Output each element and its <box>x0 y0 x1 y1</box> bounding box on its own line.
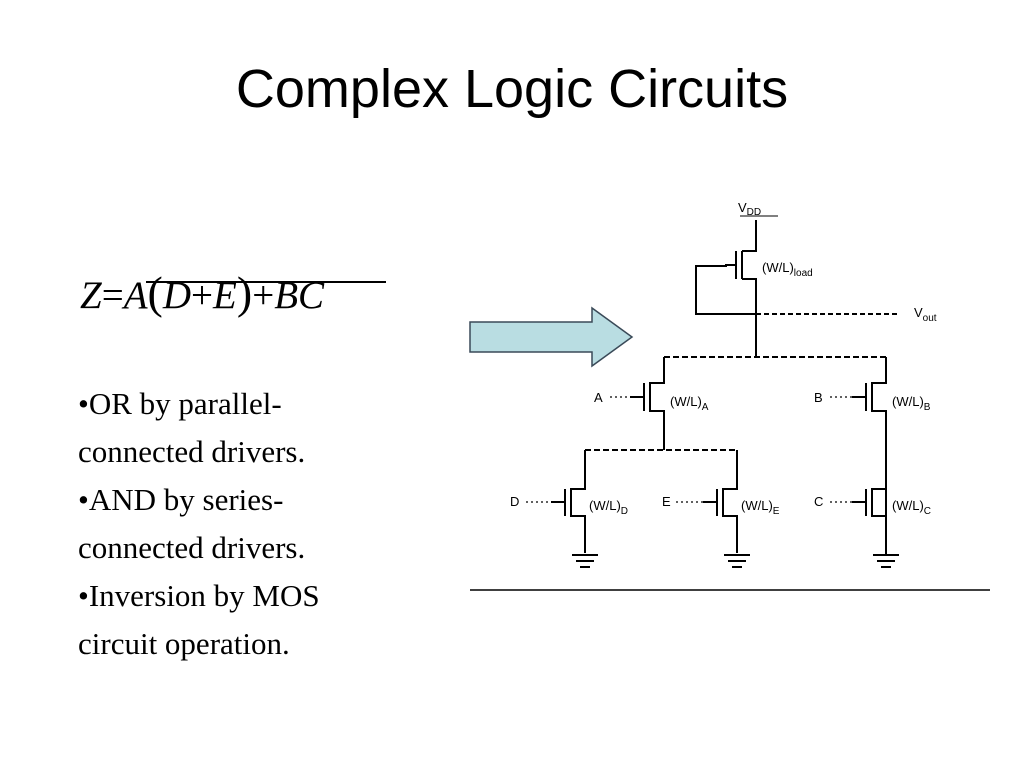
vout-label: Vout <box>914 305 937 324</box>
input-b-label: B <box>814 390 823 405</box>
input-e-label: E <box>662 494 671 509</box>
eq-plus-2: + <box>252 274 275 317</box>
eq-a: A <box>123 274 148 317</box>
equation-overbar <box>146 281 386 283</box>
input-a-label: A <box>594 390 603 405</box>
eq-equals: = <box>101 274 124 317</box>
transistor-a <box>630 357 665 450</box>
eq-e: E <box>213 274 237 317</box>
transistor-d <box>551 450 586 553</box>
eq-z: Z <box>80 274 102 317</box>
boolean-equation: Z=A(D+E)+BC <box>80 270 324 316</box>
vdd-label: VDD <box>738 200 761 218</box>
wl-a-label: (W/L)A <box>670 394 709 413</box>
circuit-diagram: VDD (W/L)load Vout <box>469 200 990 591</box>
transistor-b <box>852 357 887 555</box>
slide-title: Complex Logic Circuits <box>235 59 789 119</box>
transistor-c <box>852 488 886 517</box>
eq-open-paren: ( <box>147 267 163 318</box>
wl-d-label: (W/L)D <box>589 498 628 517</box>
wl-b-label: (W/L)B <box>892 394 931 413</box>
ground-symbols <box>572 554 899 568</box>
bullet-item: •AND by series-connected drivers. <box>78 482 306 565</box>
bullet-item: •OR by parallel-connected drivers. <box>78 386 306 469</box>
load-label: (W/L)load <box>762 260 813 279</box>
wl-e-label: (W/L)E <box>741 498 780 517</box>
wl-c-label: (W/L)C <box>892 498 931 517</box>
input-d-label: D <box>510 494 519 509</box>
bullet-list: •OR by parallel-connected drivers. •AND … <box>78 380 398 668</box>
input-c-label: C <box>814 494 823 509</box>
load-transistor <box>695 220 757 315</box>
eq-plus-1: + <box>191 274 214 317</box>
transistor-e <box>703 450 738 553</box>
eq-close-paren: ) <box>236 267 253 318</box>
arrow-shape <box>469 306 634 368</box>
bullet-item: •Inversion by MOS circuit operation. <box>78 578 320 661</box>
